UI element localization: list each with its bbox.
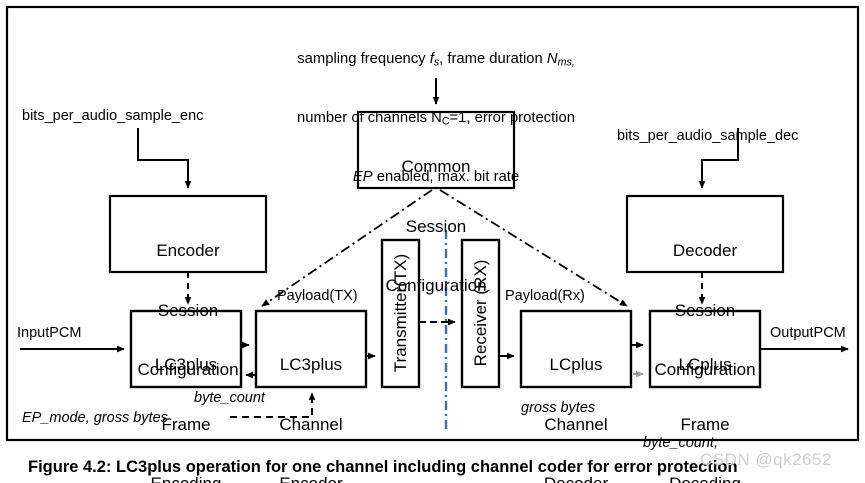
encoder-session-line2: Session: [157, 300, 219, 320]
decoder-session-line1: Decoder: [672, 241, 738, 261]
frame-decoding-line1: LCplus: [678, 355, 732, 375]
box-encoder-session-label: Encoder Session Configuration: [110, 202, 266, 419]
decoder-session-line3: Configuration: [654, 359, 756, 379]
channel-decoder-line3: Decoder: [521, 474, 631, 483]
common-session-line2: Session: [405, 216, 467, 236]
label-input-pcm: InputPCM: [17, 325, 82, 341]
header-note-line1: sampling frequency fs, frame duration Nm…: [297, 51, 575, 69]
box-channel-decoder-label: LCplus Channel Decoder: [521, 316, 631, 483]
arrow-bits-enc: [137, 128, 192, 189]
box-frame-encoding: [129, 309, 243, 389]
header-note-line2: number of channels NC=1, error protectio…: [297, 110, 575, 128]
figure-caption: Figure 4.2: LC3plus operation for one ch…: [28, 458, 738, 476]
label-payload-rx: Payload(Rx): [505, 288, 585, 304]
frame-decoding-line3: Decoding: [650, 474, 760, 483]
config-line-to-channel-decoder: [439, 189, 628, 307]
frame-encoding-line1: LC3plus: [154, 355, 218, 375]
box-channel-encoder-label: LC3plus Channel Encoder: [256, 316, 366, 483]
box-decoder-session-label: Decoder Session Configuration: [627, 202, 783, 419]
frame-decoding-line2: Frame: [680, 414, 730, 434]
box-transmitter-label: Transmitter(TX): [391, 253, 410, 373]
channel-encoder-line2: Channel: [279, 414, 343, 434]
box-common-session: [356, 110, 516, 190]
decoder-session-line2: Session: [674, 300, 736, 320]
encoder-session-line1: Encoder: [156, 241, 220, 261]
label-bits-per-audio-sample-dec: bits_per_audio_sample_dec: [617, 128, 799, 144]
arrow-bits-dec: [698, 128, 739, 189]
channel-encoder-line1: LC3plus: [279, 355, 343, 375]
label-gross-bytes-dec: gross bytes: [521, 400, 596, 416]
frame-encoding-line2: Frame: [161, 414, 211, 434]
encoder-session-line3: Configuration: [137, 359, 239, 379]
byte-count-bfi-line1: byte_count,: [643, 435, 718, 452]
box-common-session-label: Common Session Configuration: [358, 118, 514, 335]
common-session-line1: Common: [401, 157, 471, 177]
label-payload-tx: Payload(TX): [277, 288, 358, 304]
common-session-line3: Configuration: [385, 275, 487, 295]
label-ep-mode-gross-bytes: EP_mode, gross bytes: [22, 410, 168, 426]
arrow-ep-mode-gross-bytes: [230, 392, 316, 418]
label-byte-count-enc: byte_count: [194, 390, 265, 406]
frame-encoding-line3: Encoding: [131, 474, 241, 483]
channel-decoder-line1: LCplus: [549, 355, 603, 375]
channel-encoder-line3: Encoder: [256, 474, 366, 483]
header-note: sampling frequency fs, frame duration Nm…: [266, 12, 606, 225]
box-receiver-label: Receiver (RX): [471, 259, 490, 367]
box-receiver: [460, 238, 501, 389]
box-channel-decoder: [519, 309, 633, 389]
box-decoder-session: [625, 194, 785, 274]
box-frame-decoding-label: LCplus Frame Decoding: [650, 316, 760, 483]
channel-decoder-line2: Channel: [544, 414, 608, 434]
outer-frame: [5, 5, 860, 442]
label-byte-count-bfi: byte_count, BFI flag: [643, 398, 718, 483]
box-encoder-session: [108, 194, 268, 274]
box-channel-encoder: [254, 309, 368, 389]
label-bits-per-audio-sample-enc: bits_per_audio_sample_enc: [22, 108, 204, 124]
config-line-to-channel-encoder: [261, 189, 433, 307]
box-frame-decoding: [648, 309, 762, 389]
box-transmitter: [380, 238, 421, 389]
box-frame-encoding-label: LC3plus Frame Encoding: [131, 316, 241, 483]
csdn-watermark: CSDN @qk2652: [700, 450, 832, 469]
label-output-pcm: OutputPCM: [770, 325, 846, 341]
header-note-line3: EP enabled, max. bit rate: [352, 168, 520, 185]
